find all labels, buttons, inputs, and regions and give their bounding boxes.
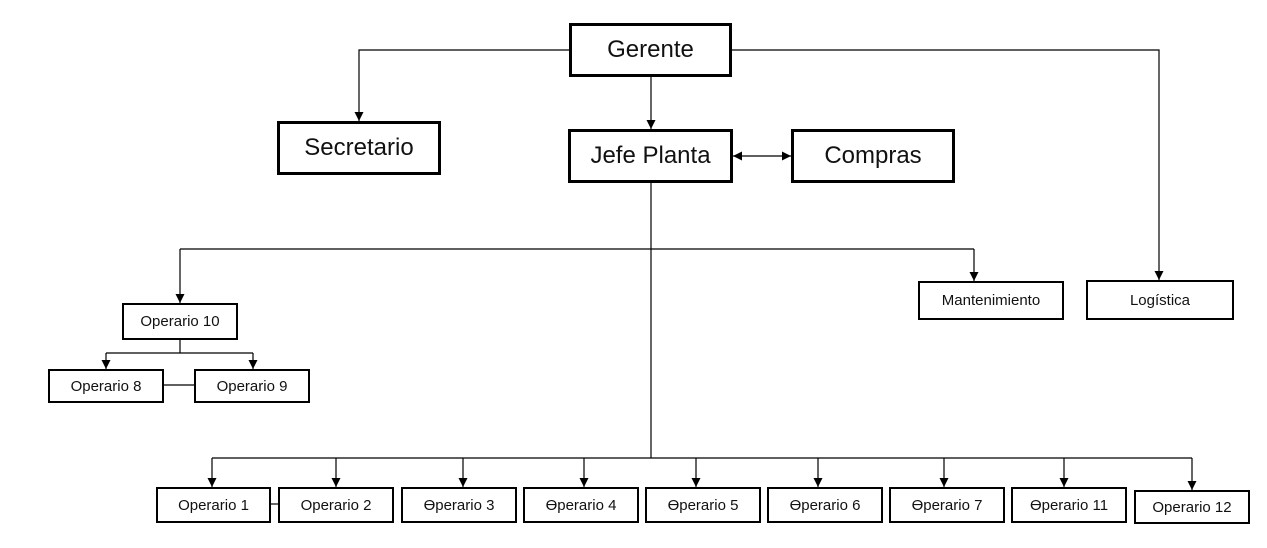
node-operario-10[interactable]: Operario 10 bbox=[122, 303, 238, 340]
node-gerente[interactable]: Gerente bbox=[569, 23, 732, 77]
node-secretario[interactable]: Secretario bbox=[277, 121, 441, 175]
node-operario-8[interactable]: Operario 8 bbox=[48, 369, 164, 403]
node-compras[interactable]: Compras bbox=[791, 129, 955, 183]
node-mantenimiento[interactable]: Mantenimiento bbox=[918, 281, 1064, 320]
node-operario-9[interactable]: Operario 9 bbox=[194, 369, 310, 403]
node-operario-6[interactable]: Ɵperario 6 bbox=[767, 487, 883, 523]
node-operario-5[interactable]: Ɵperario 5 bbox=[645, 487, 761, 523]
node-operario-7[interactable]: Ɵperario 7 bbox=[889, 487, 1005, 523]
node-jefe-planta[interactable]: Jefe Planta bbox=[568, 129, 733, 183]
node-operario-11[interactable]: Ɵperario 11 bbox=[1011, 487, 1127, 523]
node-operario-3[interactable]: Ɵperario 3 bbox=[401, 487, 517, 523]
node-operario-1[interactable]: Operario 1 bbox=[156, 487, 271, 523]
node-operario-4[interactable]: Ɵperario 4 bbox=[523, 487, 639, 523]
edge-gerente-logistica bbox=[732, 49, 1164, 280]
node-logistica[interactable]: Logística bbox=[1086, 280, 1234, 320]
edge-gerente-secretario bbox=[354, 49, 569, 121]
node-operario-12[interactable]: Operario 12 bbox=[1134, 490, 1250, 524]
node-operario-2[interactable]: Operario 2 bbox=[278, 487, 394, 523]
